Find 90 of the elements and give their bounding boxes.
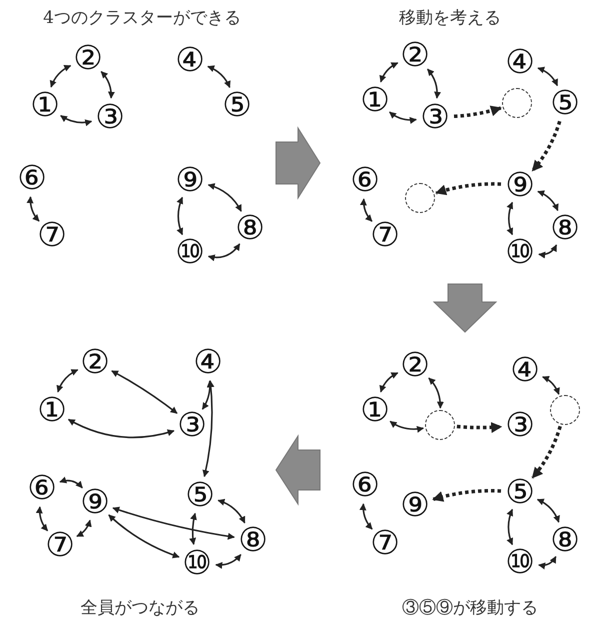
- circled-number: ①: [28, 88, 62, 122]
- curved-arrow: [506, 508, 514, 546]
- dotted-arrow: [454, 106, 502, 118]
- curved-arrow: [536, 498, 560, 523]
- circled-number: ⑤: [220, 88, 254, 122]
- curved-arrow: [100, 71, 115, 99]
- panel-caption: ③⑤⑨が移動する: [402, 597, 538, 619]
- curved-arrow: [76, 520, 92, 537]
- circled-number: ⑤: [548, 86, 582, 120]
- circled-number: ⑥: [15, 161, 49, 195]
- circled-number: ⑥: [348, 163, 382, 197]
- curved-arrow: [537, 67, 558, 86]
- circled-number: ④: [191, 345, 225, 379]
- curved-arrow: [189, 512, 197, 545]
- circled-number: ③: [175, 408, 209, 442]
- circled-number: ⑦: [35, 218, 69, 252]
- curved-arrow: [176, 196, 184, 236]
- circled-number: ③: [93, 100, 127, 134]
- dotted-arrow: [432, 489, 502, 502]
- curved-arrow: [202, 380, 214, 478]
- circled-number: ①: [358, 393, 392, 427]
- curved-arrow: [390, 420, 424, 433]
- curved-arrow: [36, 506, 48, 532]
- curved-arrow: [112, 506, 235, 540]
- curved-arrow: [50, 64, 72, 88]
- circled-number: ⑨: [173, 163, 207, 197]
- circled-number: ⑩: [173, 235, 207, 269]
- curved-arrow: [506, 202, 514, 236]
- curved-arrow: [60, 115, 92, 126]
- curved-arrow: [108, 514, 180, 558]
- curved-arrow: [428, 378, 444, 409]
- curved-arrow: [208, 243, 240, 262]
- circled-number: ②: [71, 41, 105, 75]
- dashed-circle: [425, 410, 455, 440]
- dotted-arrow: [435, 182, 502, 196]
- curved-arrow: [537, 190, 558, 212]
- curved-arrow: [380, 372, 398, 393]
- curved-arrow: [360, 503, 373, 530]
- dashed-circle: [550, 395, 580, 425]
- dashed-circle: [502, 88, 532, 118]
- curved-arrow: [542, 376, 560, 395]
- curved-arrow: [59, 476, 83, 488]
- circled-number: ⑤: [503, 475, 537, 509]
- circled-number: ⑩: [503, 545, 537, 579]
- curved-arrow: [389, 111, 417, 124]
- circled-number: ④: [508, 353, 542, 387]
- dashed-circle: [405, 183, 435, 213]
- panel-caption: 移動を考える: [399, 7, 501, 29]
- curved-arrow: [538, 556, 556, 570]
- circled-number: ②: [398, 348, 432, 382]
- circled-number: ⑨: [78, 485, 112, 519]
- curved-arrow: [380, 62, 398, 83]
- curved-arrow: [68, 418, 175, 438]
- circled-number: ②: [398, 38, 432, 72]
- curved-arrow: [208, 183, 242, 212]
- curved-arrow: [218, 499, 246, 524]
- circled-number: ④: [503, 45, 537, 79]
- curved-arrow: [538, 244, 558, 258]
- circled-number: ⑧: [548, 523, 582, 557]
- dotted-arrow: [456, 422, 502, 433]
- circled-number: ⑨: [398, 488, 432, 522]
- circled-number: ④: [173, 43, 207, 77]
- curved-arrow: [207, 66, 230, 88]
- circled-number: ⑥: [348, 468, 382, 502]
- circled-number: ⑧: [548, 211, 582, 245]
- panel-caption: 全員がつながる: [80, 597, 200, 619]
- curved-arrow: [56, 369, 78, 393]
- circled-number: ①: [35, 393, 69, 427]
- dotted-arrow: [531, 120, 562, 172]
- curved-arrow: [426, 68, 441, 99]
- circled-number: ③: [503, 408, 537, 442]
- circled-number: ①: [358, 83, 392, 117]
- circled-number: ②: [78, 345, 112, 379]
- curved-arrow: [26, 196, 40, 222]
- circled-number: ③: [418, 100, 452, 134]
- circled-number: ⑦: [43, 528, 77, 562]
- circled-number: ⑧: [233, 211, 267, 245]
- circled-number: ⑧: [236, 523, 270, 557]
- dotted-arrow: [531, 426, 562, 479]
- curved-arrow: [360, 198, 372, 222]
- circled-number: ⑩: [180, 546, 214, 580]
- curved-arrow: [215, 554, 242, 569]
- circled-number: ⑨: [503, 168, 537, 202]
- circled-number: ⑥: [25, 471, 59, 505]
- panel-caption: 4つのクラスターができる: [43, 7, 241, 29]
- circled-number: ⑦: [368, 526, 402, 560]
- circled-number: ⑤: [183, 478, 217, 512]
- curved-arrow: [111, 370, 178, 414]
- circled-number: ⑩: [503, 235, 537, 269]
- circled-number: ⑦: [368, 218, 402, 252]
